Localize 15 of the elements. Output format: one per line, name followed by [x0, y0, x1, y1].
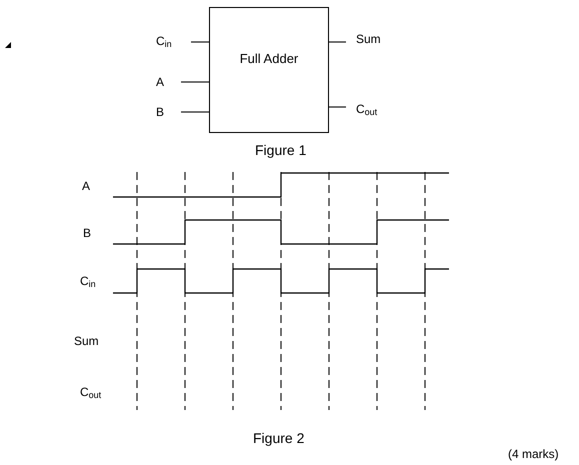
figure-caption: Figure 2 [253, 429, 304, 448]
adder-block: Full Adder [209, 7, 329, 133]
pin-line [328, 106, 346, 108]
marks-note: (4 marks) [508, 446, 559, 463]
pin-label: A [156, 73, 164, 91]
pin-label: B [156, 103, 164, 121]
pin-label: C$_{out}$ [356, 100, 378, 118]
signal-label: C$_{out}$ [80, 384, 102, 401]
signal-label: B [83, 225, 92, 242]
figure-caption: Figure 1 [255, 141, 306, 160]
signal-label: C$_{in}$ [80, 273, 96, 290]
signal-label: A [82, 178, 90, 195]
pin-label: Sum [356, 30, 381, 48]
pin-label: C$_{in}$ [156, 32, 172, 50]
signal-label: Sum [74, 333, 99, 350]
